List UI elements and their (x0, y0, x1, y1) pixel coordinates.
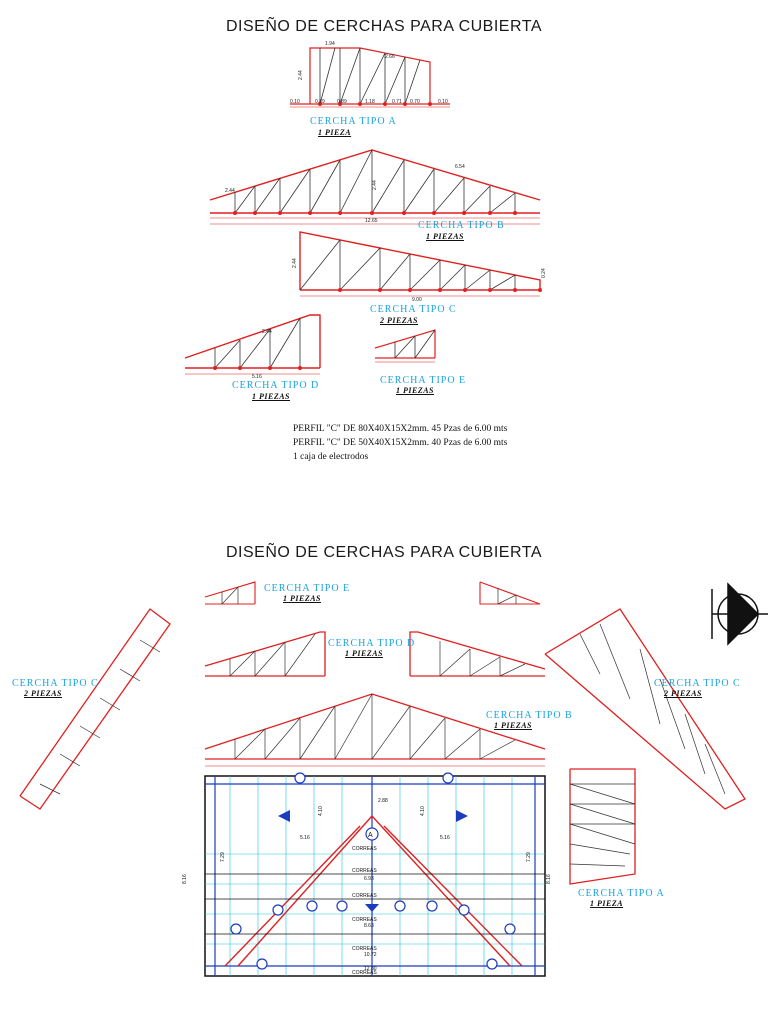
plan-dim-10: 2.88 (378, 798, 388, 804)
dim-c-h: 2.44 (292, 258, 298, 268)
plan-dim-4: 10.72 (364, 952, 377, 958)
dim-d-slope: 2.44 (262, 329, 272, 335)
s2-qty-cercha-c-right: 2 PIEZAS (664, 689, 703, 698)
dim-a-b2: 0.89 (337, 99, 347, 105)
plan-correas-1: CORREAS (352, 846, 377, 852)
s2-label-cercha-c-right: CERCHA TIPO C (654, 678, 741, 689)
dim-a-b1: 0.89 (315, 99, 325, 105)
dim-d-span: 5.16 (252, 374, 262, 380)
qty-cercha-d: 1 PIEZAS (252, 392, 291, 401)
s2-label-cercha-c-left: CERCHA TIPO C (12, 678, 99, 689)
dim-b-slope-r: 6.54 (455, 164, 465, 170)
dim-c-end: 0.24 (541, 268, 547, 278)
sheet1-drawing: 1.94 2.66 2.44 0.10 0.89 0.89 1.18 0.71 … (184, 41, 547, 380)
dim-b-span: 12.65 (365, 218, 378, 224)
plan-correas-6: CORREAS (352, 970, 377, 976)
s2-truss-a (569, 768, 636, 885)
plan-dim-1: 5.16 (440, 835, 450, 841)
s2-truss-c-right (544, 608, 746, 810)
qty-cercha-c: 2 PIEZAS (380, 316, 419, 325)
note-perfil-80: PERFIL "C" DE 80X40X15X2mm. 45 Pzas de 6… (293, 424, 508, 434)
label-cercha-c: CERCHA TIPO C (370, 304, 457, 315)
dim-a-b5: 0.70 (410, 99, 420, 105)
plan-correas-5: CORREAS (352, 946, 377, 952)
s2-truss-b (204, 693, 546, 767)
s2-label-cercha-e: CERCHA TIPO E (264, 583, 351, 594)
plan-dim-5: 12.80 (364, 966, 377, 972)
label-cercha-b: CERCHA TIPO B (418, 220, 505, 231)
dim-b-h: 2.44 (372, 180, 378, 190)
sheet2-title: DISEÑO DE CERCHAS PARA CUBIERTA (225, 544, 542, 561)
roof-plan (204, 772, 546, 977)
s2-qty-cercha-c-left: 2 PIEZAS (24, 689, 63, 698)
qty-cercha-b: 1 PIEZAS (426, 232, 465, 241)
plan-dim-7: 8.16 (546, 874, 552, 884)
material-notes: PERFIL "C" DE 80X40X15X2mm. 45 Pzas de 6… (293, 422, 507, 464)
s2-truss-e-right (479, 581, 541, 605)
dim-a-slope: 2.66 (385, 54, 395, 60)
s2-truss-d-left (204, 631, 326, 677)
plan-dim-3: 8.63 (364, 923, 374, 929)
qty-cercha-e: 1 PIEZAS (396, 386, 435, 395)
section-symbol (711, 582, 768, 646)
label-cercha-a: CERCHA TIPO A (310, 116, 397, 127)
plan-dim-9: 7.29 (526, 852, 532, 862)
label-cercha-d: CERCHA TIPO D (232, 380, 320, 391)
qty-cercha-a: 1 PIEZA (318, 128, 352, 137)
plan-dim-2: 6.93 (364, 876, 374, 882)
truss-c (299, 231, 542, 297)
dim-a-b0: 0.10 (290, 99, 300, 105)
s2-qty-cercha-b: 1 PIEZAS (494, 721, 533, 730)
plan-correas-3: CORREAS (352, 893, 377, 899)
truss-d (184, 314, 321, 375)
plan-axis-a: A (368, 832, 373, 839)
sheet1-title: DISEÑO DE CERCHAS PARA CUBIERTA (225, 18, 542, 35)
s2-qty-cercha-e: 1 PIEZAS (283, 594, 322, 603)
dim-a-b3: 1.18 (365, 99, 375, 105)
dim-a-top: 1.94 (325, 41, 335, 47)
note-electrodos: 1 caja de electrodos (293, 452, 369, 462)
plan-dim-11: 4.10 (318, 806, 324, 816)
plan-dim-8: 7.29 (220, 852, 226, 862)
plan-correas-4: CORREAS (352, 917, 377, 923)
plan-dim-12: 4.10 (420, 806, 426, 816)
dim-c-span: 9.00 (412, 297, 422, 303)
note-perfil-50: PERFIL "C" DE 50X40X15X2mm. 40 Pzas de 6… (293, 438, 508, 448)
plan-dim-0: 5.16 (300, 835, 310, 841)
dim-a-b4: 0.71 (392, 99, 402, 105)
s2-qty-cercha-d: 1 PIEZAS (345, 649, 384, 658)
sheet2-drawing: A CORREAS CORREAS CORREAS CORREAS CORREA… (19, 581, 768, 977)
s2-truss-c-left (19, 608, 171, 810)
truss-a (290, 47, 450, 108)
s2-label-cercha-a: CERCHA TIPO A (578, 888, 665, 899)
s2-truss-d-right (409, 631, 546, 677)
s2-qty-cercha-a: 1 PIEZA (590, 899, 624, 908)
dim-b-slope-l: 2.44 (225, 188, 235, 194)
s2-label-cercha-d: CERCHA TIPO D (328, 638, 416, 649)
s2-truss-e-left (204, 581, 256, 605)
truss-b (209, 149, 541, 225)
dim-a-h: 2.44 (298, 70, 304, 80)
label-cercha-e: CERCHA TIPO E (380, 375, 467, 386)
s2-label-cercha-b: CERCHA TIPO B (486, 710, 573, 721)
plan-correas-2: CORREAS (352, 868, 377, 874)
plan-dim-6: 8.16 (182, 874, 188, 884)
truss-e (374, 329, 436, 363)
dim-a-b6: 0.10 (438, 99, 448, 105)
